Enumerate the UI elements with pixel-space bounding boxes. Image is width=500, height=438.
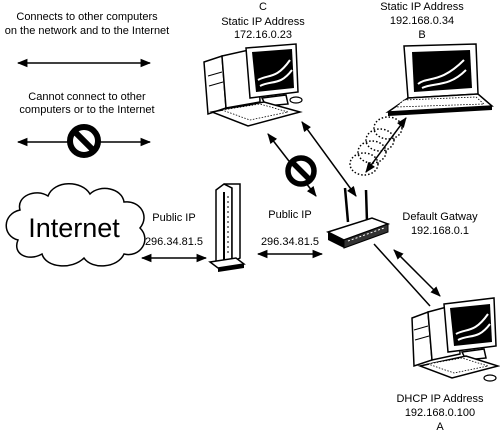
computer-c-label: Static IP Address	[221, 16, 305, 28]
legend-connects-text-2: on the network and to the Internet	[5, 25, 170, 37]
computer-a-ip: 192.168.0.100	[405, 407, 475, 419]
cloud-icon	[5, 183, 146, 267]
legend-connects-text-1: Connects to other computers	[16, 11, 158, 23]
legend-cannot-text-1: Cannot connect to other	[28, 91, 146, 103]
desktop-computer-icon	[411, 297, 500, 382]
modem-left-ip: 296.34.81.5	[145, 236, 203, 248]
router-label: Default Gatway	[402, 211, 478, 223]
computer-a-label: DHCP IP Address	[396, 393, 484, 405]
modem-right-public-ip-label: Public IP	[268, 209, 311, 221]
router-icon	[326, 187, 391, 249]
laptop-icon	[385, 43, 494, 116]
legend: Connects to other computers on the netwo…	[5, 11, 170, 158]
laptop-b-label: Static IP Address	[380, 1, 464, 13]
laptop-b-letter: B	[418, 29, 425, 41]
no-entry-icon	[67, 124, 101, 158]
desktop-computer-icon	[203, 43, 303, 127]
legend-cannot-text-2: computers or to the Internet	[19, 104, 154, 116]
router-computer-a-line	[373, 243, 431, 307]
router-ip: 192.168.0.1	[411, 225, 469, 237]
laptop-b-ip: 192.168.0.34	[390, 15, 454, 27]
modem-right-ip: 296.34.81.5	[261, 236, 319, 248]
no-entry-icon	[285, 155, 317, 187]
modem-icon	[208, 183, 246, 272]
computer-c-letter: C	[259, 1, 267, 13]
computer-a-letter: A	[436, 421, 444, 433]
computer-c-ip: 172.16.0.23	[234, 29, 292, 41]
wireless-signal-icon	[349, 116, 403, 176]
internet-label: Internet	[28, 213, 120, 243]
router-computer-a-arrow	[393, 249, 441, 297]
internet-cloud: Internet	[5, 183, 146, 267]
modem-left-public-ip-label: Public IP	[152, 212, 195, 224]
laptop-b-router-arrow	[365, 117, 407, 173]
